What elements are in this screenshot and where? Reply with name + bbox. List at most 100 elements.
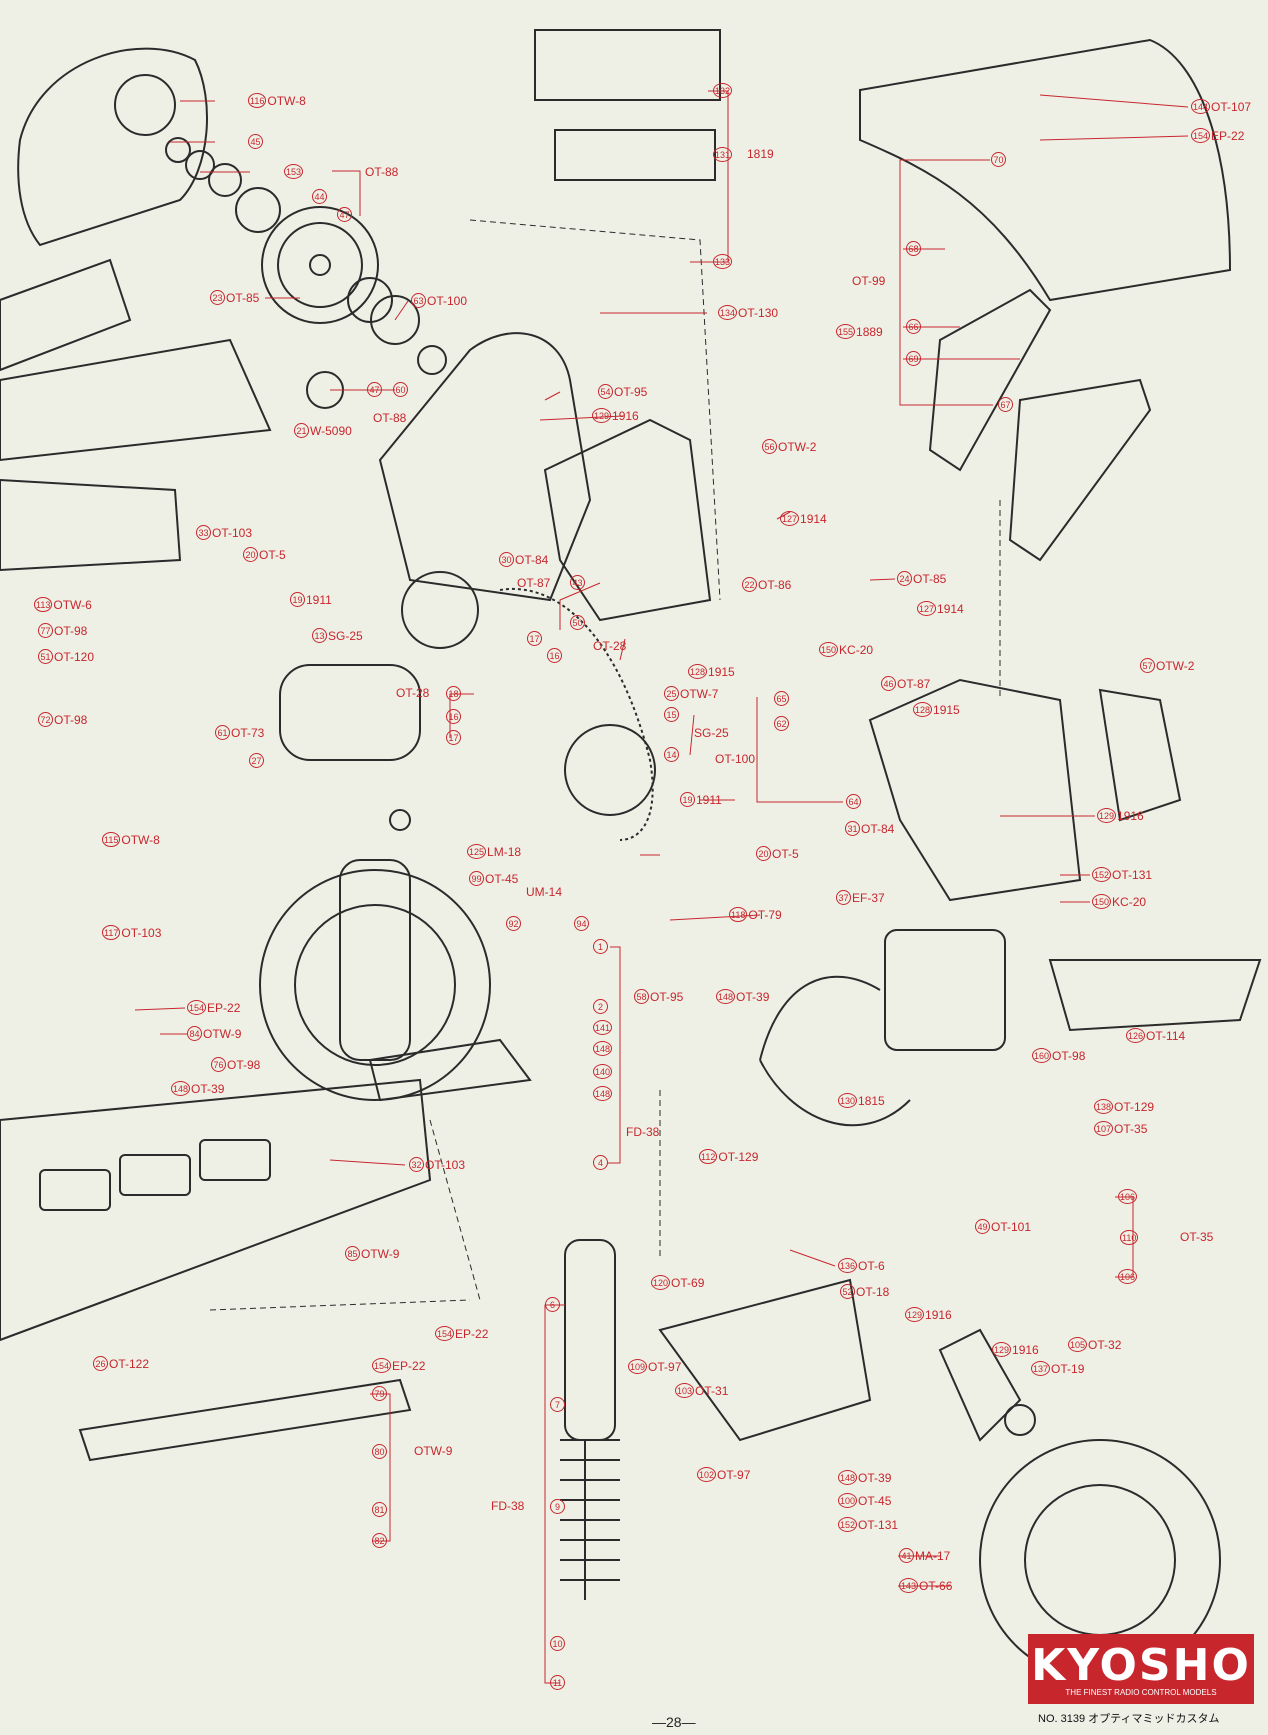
part-callout-92: 92 — [506, 916, 522, 931]
part-callout-153: 153 — [284, 164, 304, 179]
part-callout-4: 4 — [593, 1155, 609, 1170]
leader-line — [1039, 94, 1189, 108]
group-label-fd-38: FD-38 — [626, 1125, 660, 1139]
group-label-ot-87: OT-87 — [517, 576, 551, 590]
part-callout-2: 2 — [593, 999, 609, 1014]
group-label-1819: 1819 — [747, 147, 774, 161]
group-label-ot-99: OT-99 — [852, 274, 886, 288]
leader-line — [689, 714, 695, 756]
leader-line — [789, 1249, 836, 1267]
part-callout-9: 9 — [550, 1499, 566, 1514]
part-callout-10: 10 — [550, 1636, 566, 1651]
group-label-otw-9: OTW-9 — [414, 1444, 453, 1458]
leader-line — [1039, 135, 1189, 141]
part-callout-94: 94 — [574, 916, 590, 931]
part-callout-43: 43 — [570, 575, 586, 590]
part-callout-47b: 47 — [367, 382, 383, 397]
logo-wordmark: KYOSHO — [1031, 1640, 1251, 1691]
part-callout-81: 81 — [372, 1502, 388, 1517]
leader-line — [899, 159, 993, 406]
part-callout-68: 68 — [906, 241, 922, 256]
part-callout-141: 141 — [593, 1020, 613, 1035]
leader-line — [608, 946, 621, 1164]
group-label-ot-88: OT-88 — [365, 165, 399, 179]
group-label-ot-100: OT-100 — [715, 752, 756, 766]
kyosho-logo: KYOSHO THE FINEST RADIO CONTROL MODELS — [1028, 1634, 1254, 1704]
part-callout-27: 27 — [249, 753, 265, 768]
part-callout-148: 148 — [593, 1041, 613, 1056]
leader-line — [559, 582, 601, 630]
part-callout-47: 47 — [337, 207, 353, 222]
part-callout-69: 69 — [906, 351, 922, 366]
part-callout-106b: 106 — [1118, 1269, 1138, 1284]
part-callout-79: 79 — [372, 1386, 388, 1401]
part-callout-110: 110 — [1120, 1230, 1139, 1245]
part-callout-67: 67 — [998, 397, 1014, 412]
group-label-fd-38b: FD-38 — [491, 1499, 525, 1513]
part-callout-106: 106 — [1118, 1189, 1138, 1204]
leader-line — [329, 1159, 406, 1166]
product-number: NO. 3139 オプティマミッドカスタム — [1038, 1713, 1220, 1725]
leader-line — [134, 1007, 186, 1011]
part-callout-148b: 148 — [593, 1086, 613, 1101]
group-label-um-14: UM-14 — [526, 885, 563, 899]
part-callout-6: 6 — [545, 1297, 561, 1312]
part-callout-60: 60 — [393, 382, 409, 397]
part-callout-14: 14 — [664, 747, 680, 762]
leader-line — [332, 170, 361, 216]
part-callout-65: 65 — [774, 691, 790, 706]
